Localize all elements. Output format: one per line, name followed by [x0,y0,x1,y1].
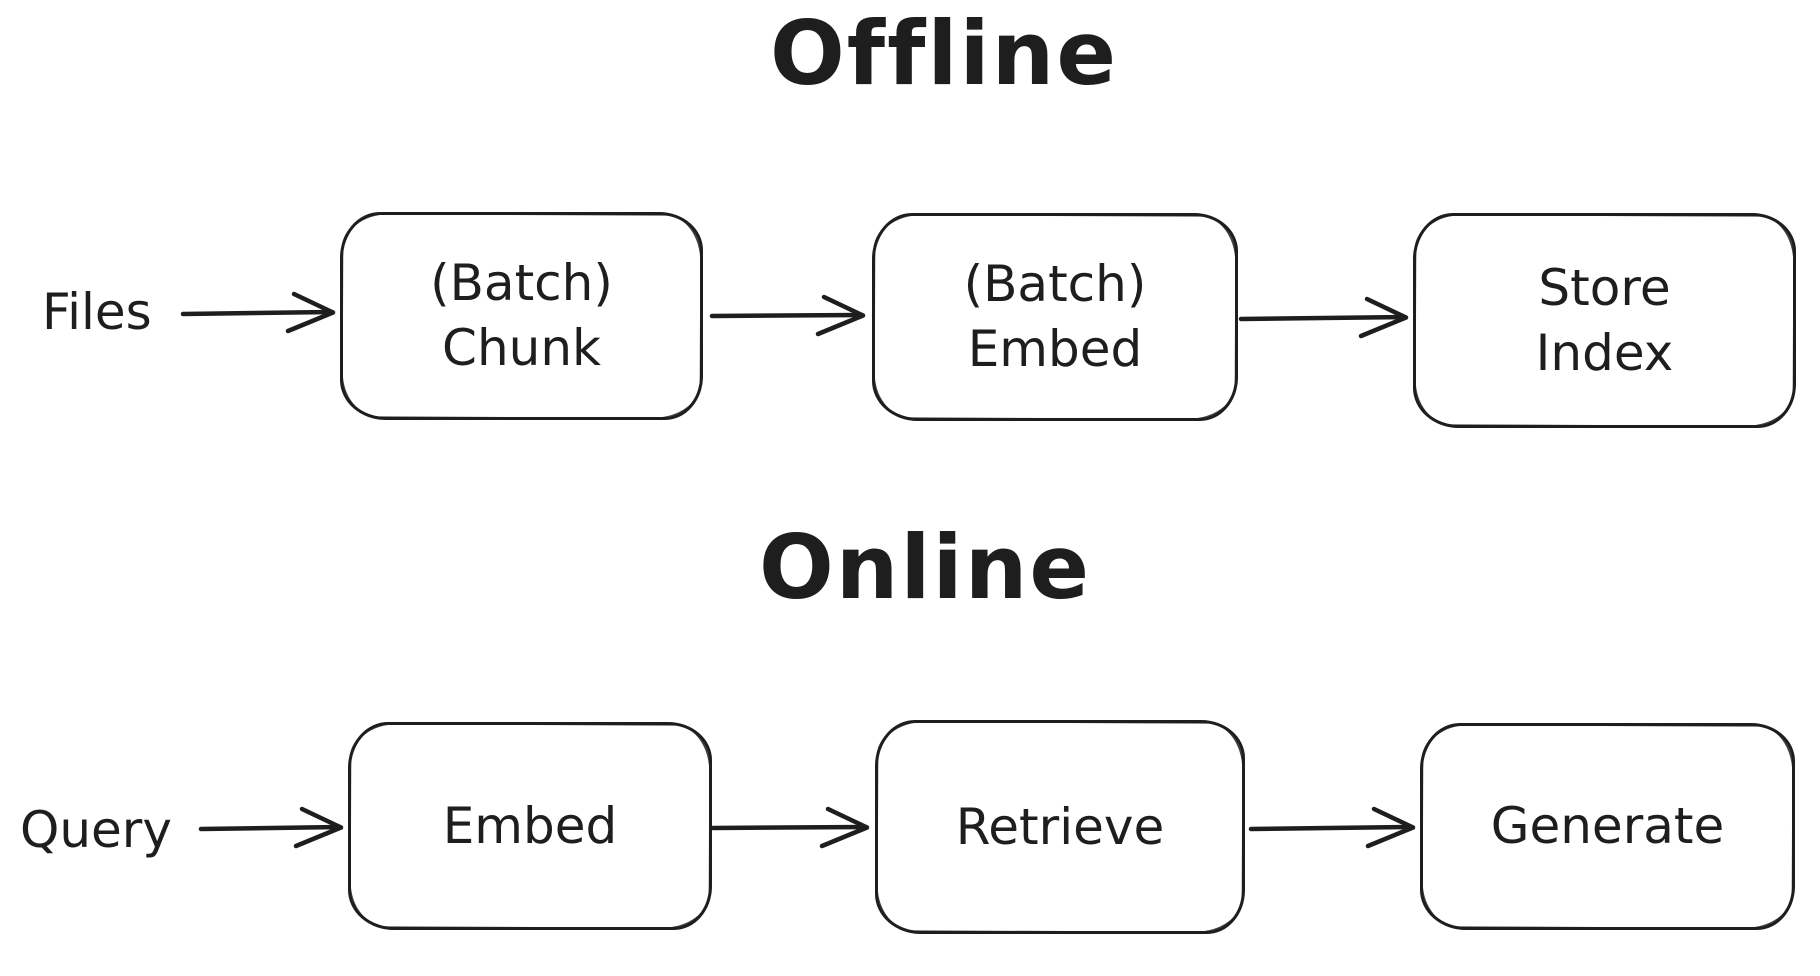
offline-section-title: Offline [769,2,1119,105]
node-retrieve: Retrieve [875,720,1245,934]
node-label-line: Retrieve [955,797,1165,856]
node-batch-chunk: (Batch) Chunk [340,212,703,420]
query-label: Query [20,801,172,859]
arrow-retrieve-to-generate [1248,806,1416,849]
arrow-embed-to-retrieve [710,806,870,849]
node-label-line: Store [1538,258,1671,317]
node-store-index: Store Index [1413,213,1796,428]
node-label-line: Index [1535,323,1674,382]
node-label-line: Generate [1490,797,1725,855]
node-label-line: Embed [442,796,618,855]
node-embed: Embed [348,722,712,930]
node-batch-embed: (Batch) Embed [872,213,1238,421]
arrow-chunk-to-embed [709,294,866,337]
arrow-embed-to-store [1238,296,1409,339]
node-label-line: Embed [967,320,1143,378]
node-label-line: Chunk [442,319,601,377]
files-label: Files [42,283,152,341]
node-label-line: (Batch) [963,255,1147,313]
node-label-line: (Batch) [430,254,613,312]
node-generate: Generate [1420,723,1795,930]
online-section-title: Online [758,516,1092,619]
arrow-query-to-embed [198,806,344,849]
arrow-files-to-chunk [180,291,336,334]
